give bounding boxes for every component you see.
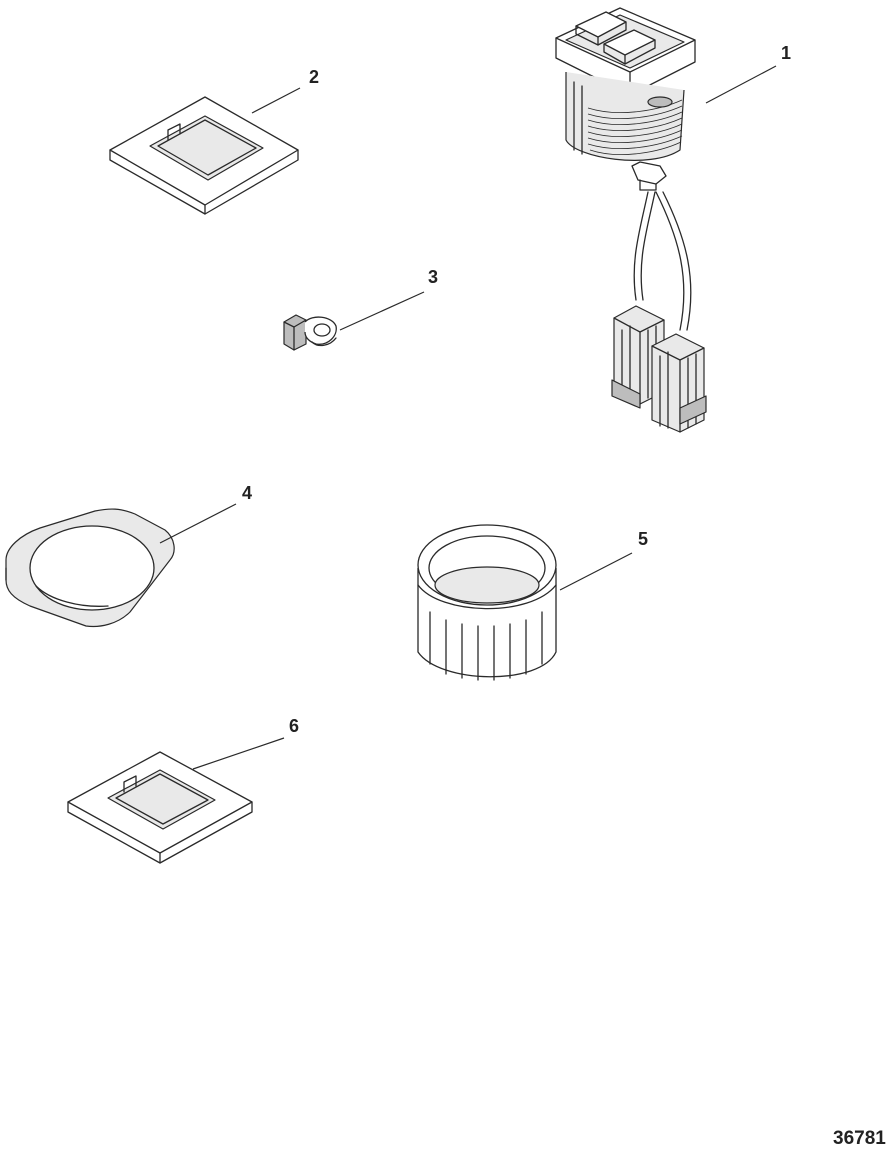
callout-5: 5 [638,529,649,549]
part-6-bezel [67,737,285,864]
callout-6: 6 [289,716,300,736]
callout-3: 3 [428,267,439,287]
callout-1: 1 [781,43,792,63]
figure-reference-number: 36781 [833,1128,886,1149]
part-1-switch-assembly [555,7,777,433]
part-3-clip [283,291,425,351]
part-4-gasket [5,503,237,628]
callout-2: 2 [309,67,320,87]
part-5-nut [417,524,633,681]
callout-4: 4 [242,483,253,503]
part-2-bezel [109,87,301,215]
